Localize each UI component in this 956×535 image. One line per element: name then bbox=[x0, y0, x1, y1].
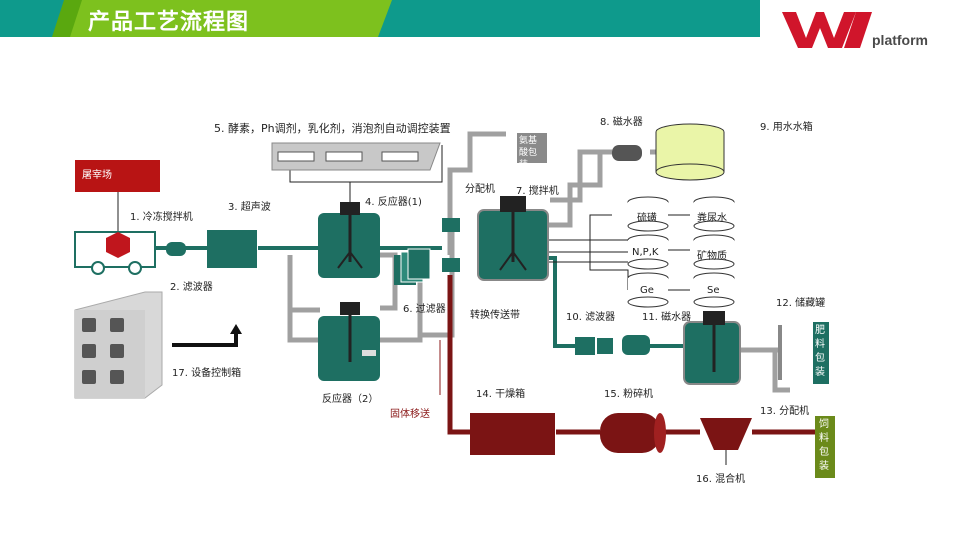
page-title: 产品工艺流程图 bbox=[88, 10, 250, 35]
brand-logo bbox=[782, 12, 872, 48]
slaughterhouse-box bbox=[75, 160, 160, 192]
pipe-reactor2 bbox=[287, 255, 320, 313]
logo-text: platform bbox=[872, 32, 928, 48]
